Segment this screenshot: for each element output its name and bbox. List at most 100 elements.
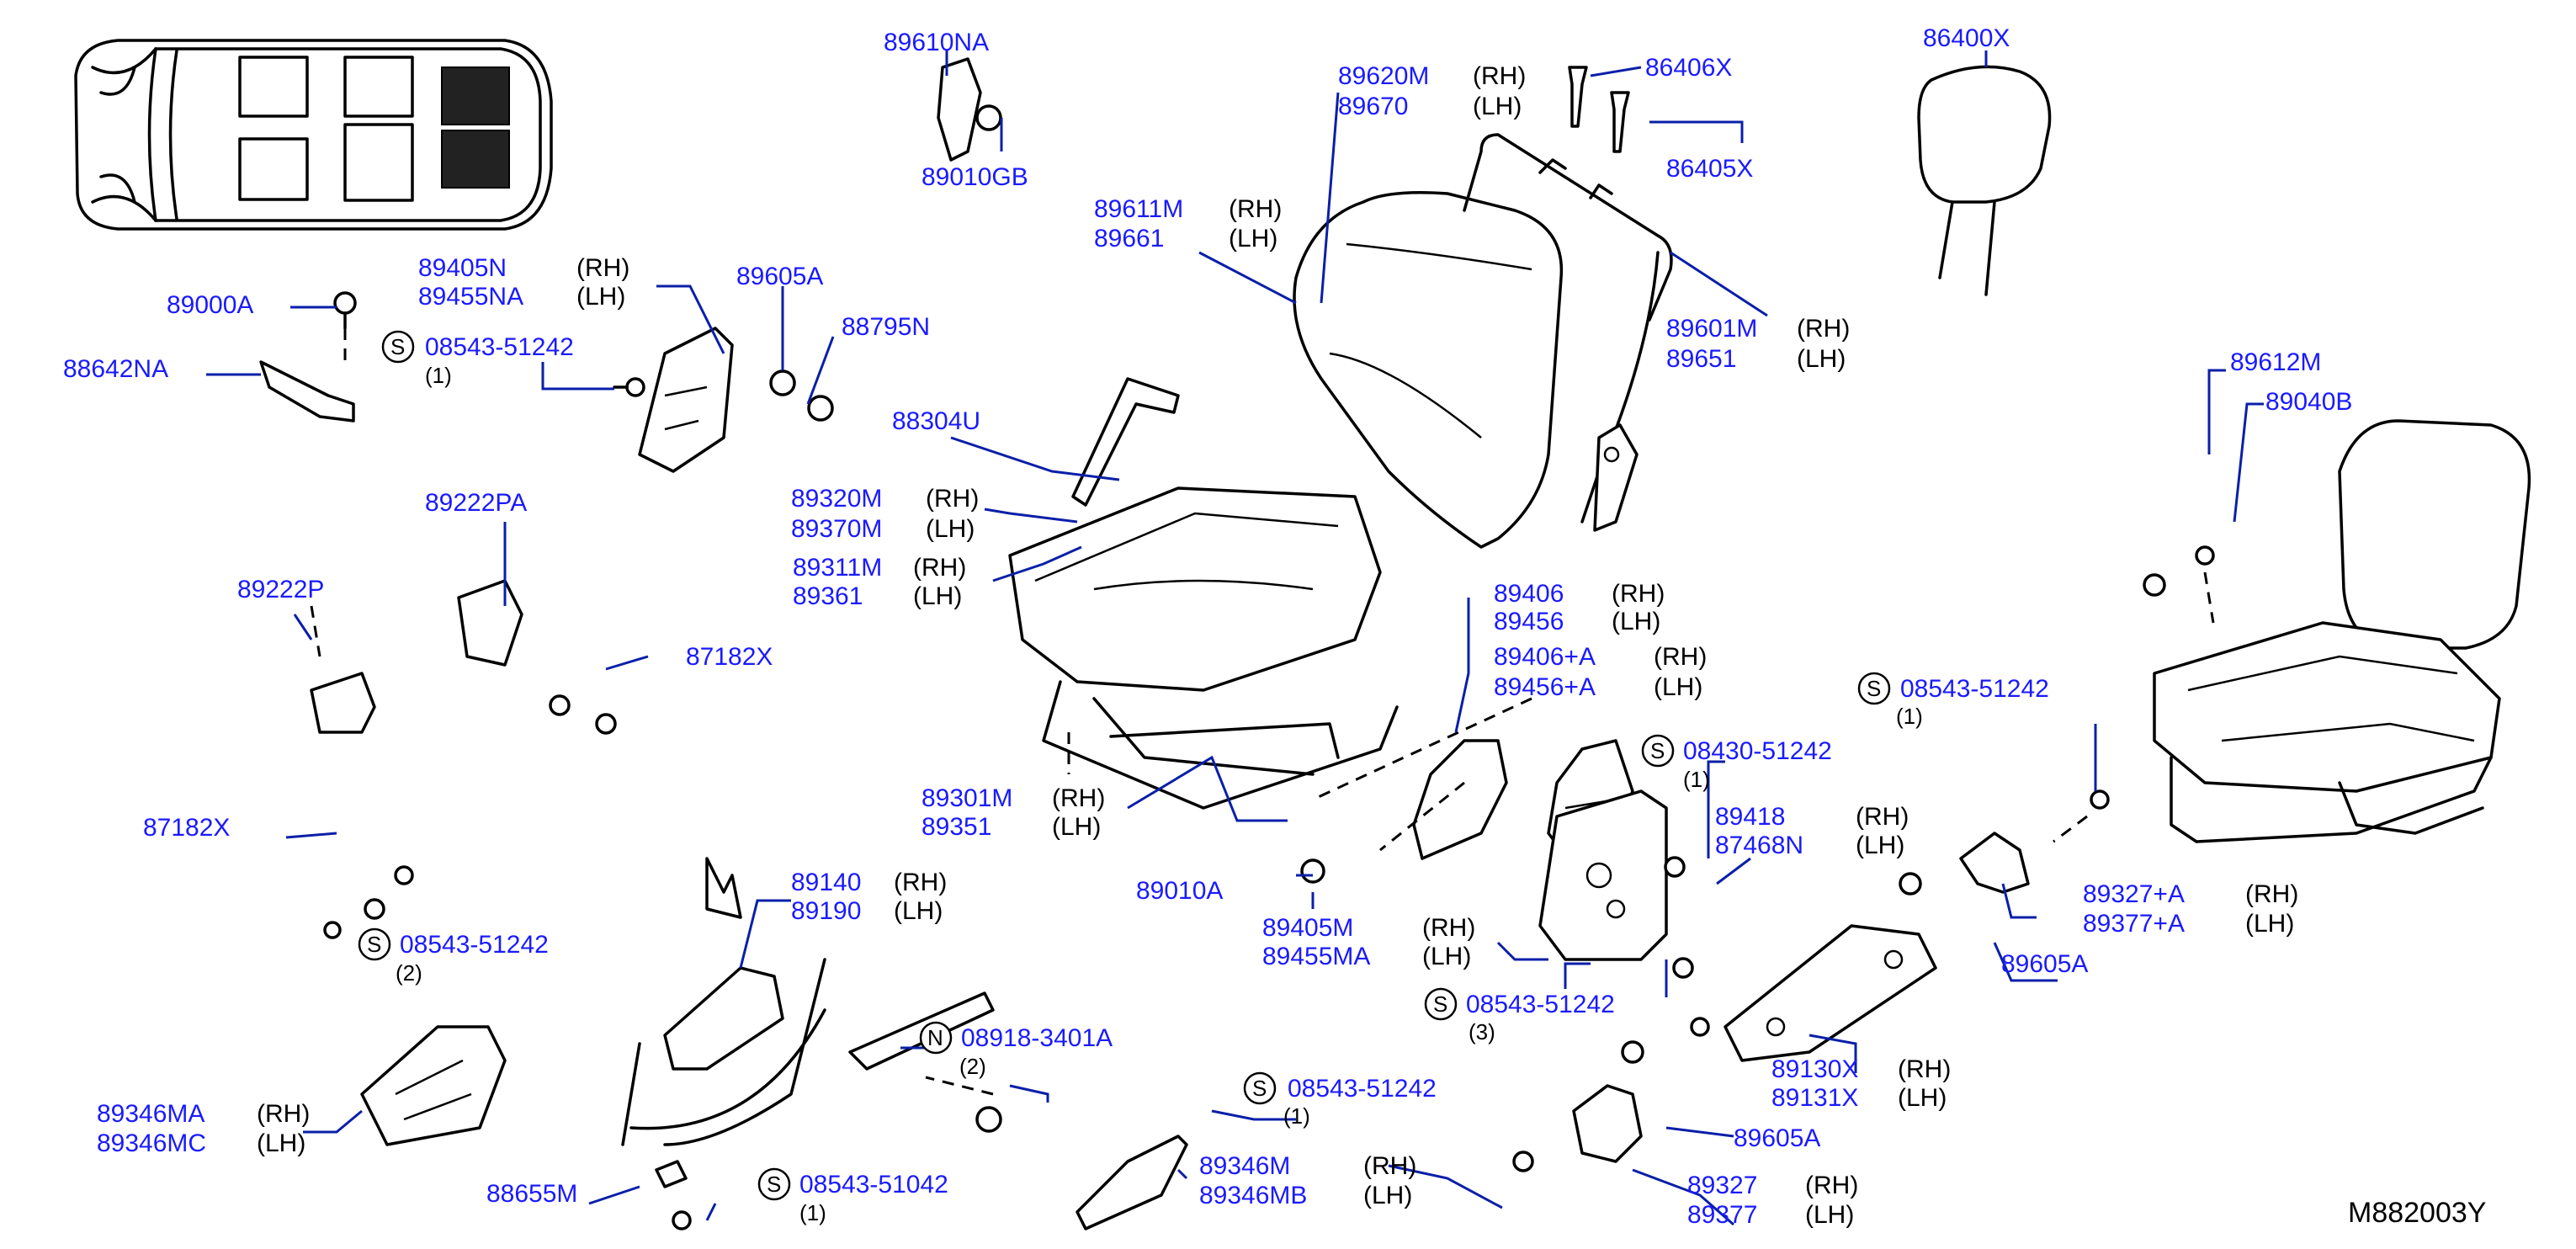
side-label: (LH) <box>913 582 962 610</box>
side-label: (LH) <box>926 515 975 543</box>
part-number[interactable]: 89010A <box>1136 877 1223 905</box>
part-number[interactable]: 89455MA <box>1262 943 1370 970</box>
side-label: (LH) <box>1473 93 1522 120</box>
side-label: (LH) <box>576 283 625 311</box>
lock-assembly-icon <box>663 966 784 1071</box>
frame-tube-icon <box>621 958 826 1146</box>
part-number[interactable]: 89130X <box>1771 1055 1858 1083</box>
part-number[interactable]: 87468N <box>1715 832 1803 859</box>
part-number[interactable]: 89601M <box>1666 315 1757 343</box>
standard-part-symbol: S <box>1867 676 1881 701</box>
part-number[interactable]: 87182X <box>686 643 773 671</box>
part-number[interactable]: 88655M <box>486 1180 577 1208</box>
part-number[interactable]: 89405M <box>1262 914 1353 942</box>
part-number[interactable]: 08543-51042 <box>799 1171 948 1199</box>
part-number[interactable]: 89327+A <box>2083 880 2185 908</box>
part-number[interactable]: 87182X <box>143 814 230 842</box>
part-number[interactable]: 89456+A <box>1494 673 1596 701</box>
part-number[interactable]: 08543-51242 <box>425 333 574 361</box>
side-label: (RH) <box>1052 784 1105 812</box>
headrest-icon <box>1917 65 2052 296</box>
part-number[interactable]: 08543-51242 <box>400 931 549 959</box>
part-number[interactable]: 89455NA <box>418 283 523 311</box>
recliner-cover-inner-icon <box>1412 739 1508 860</box>
part-number[interactable]: 89612M <box>2230 348 2321 376</box>
part-number[interactable]: 89361 <box>793 582 863 610</box>
part-number[interactable]: 08918-3401A <box>961 1024 1113 1052</box>
part-number[interactable]: 89346MB <box>1199 1182 1307 1209</box>
side-label: (RH) <box>1856 803 1909 831</box>
part-number[interactable]: 89377+A <box>2083 910 2185 938</box>
part-number[interactable]: 89346MC <box>97 1129 206 1157</box>
part-number[interactable]: 89611M <box>1094 195 1183 223</box>
part-number[interactable]: 89405N <box>418 254 507 282</box>
latch-assembly-icon <box>360 1025 507 1146</box>
quantity: (2) <box>396 960 422 986</box>
quantity: (1) <box>1896 704 1923 729</box>
part-number[interactable]: 89327 <box>1687 1172 1757 1199</box>
part-number[interactable]: 89140 <box>791 869 861 896</box>
part-number[interactable]: 08543-51242 <box>1466 991 1615 1018</box>
part-number[interactable]: 86406X <box>1645 54 1732 82</box>
knob-icon <box>937 57 1002 162</box>
vehicle-locator-icon <box>74 39 553 231</box>
part-number[interactable]: 88642NA <box>63 355 168 383</box>
hook-bracket-icon <box>705 857 742 919</box>
side-label: (LH) <box>257 1129 305 1157</box>
part-number[interactable]: 89406+A <box>1494 643 1596 671</box>
part-number[interactable]: 89351 <box>922 813 991 841</box>
seat-rail-bracket-icon <box>1724 924 1937 1062</box>
side-label: (LH) <box>1898 1084 1947 1112</box>
side-label: (RH) <box>1422 914 1475 942</box>
standard-part-symbol: S <box>1650 738 1665 763</box>
side-cover-icon <box>1538 789 1668 961</box>
part-number[interactable]: 89651 <box>1666 345 1736 373</box>
part-number[interactable]: 89222PA <box>425 489 527 517</box>
pad-icon <box>655 1160 688 1188</box>
lever-cover-icon <box>1572 1084 1643 1163</box>
part-number[interactable]: 89346MA <box>97 1100 204 1128</box>
part-number[interactable]: 89010GB <box>922 163 1028 191</box>
side-label: (RH) <box>576 254 629 282</box>
part-number[interactable]: 08430-51242 <box>1683 737 1832 765</box>
part-number[interactable]: 88795N <box>842 313 930 341</box>
part-number[interactable]: 89370M <box>791 515 882 543</box>
belt-buckle-icon <box>638 327 734 473</box>
part-number[interactable]: 89670 <box>1338 93 1408 120</box>
standard-part-icon <box>358 927 391 961</box>
part-number[interactable]: 89040B <box>2265 388 2352 416</box>
part-number[interactable]: 89190 <box>791 897 861 925</box>
side-label: (RH) <box>257 1100 310 1128</box>
quantity: (1) <box>1683 767 1710 792</box>
latch-cover-icon <box>1959 832 2030 894</box>
side-label: (RH) <box>926 485 979 513</box>
part-number[interactable]: 86405X <box>1666 155 1753 183</box>
part-number[interactable]: 89605A <box>2001 950 2088 978</box>
part-number[interactable]: 86400X <box>1923 24 2010 52</box>
part-number[interactable]: 89301M <box>922 784 1012 812</box>
quantity: (1) <box>425 363 452 388</box>
part-number[interactable]: 89131X <box>1771 1084 1858 1112</box>
part-number[interactable]: 89610NA <box>884 29 989 56</box>
part-number[interactable]: 89620M <box>1338 62 1429 90</box>
part-number[interactable]: 89605A <box>736 263 823 290</box>
part-number[interactable]: 89222P <box>237 576 324 603</box>
part-number[interactable]: 89377 <box>1687 1201 1757 1229</box>
quantity: (3) <box>1469 1019 1495 1044</box>
side-label: (RH) <box>1654 643 1707 671</box>
part-number[interactable]: 89661 <box>1094 225 1164 252</box>
part-number[interactable]: 89605A <box>1734 1124 1820 1152</box>
part-number[interactable]: 08543-51242 <box>1288 1075 1437 1103</box>
side-label: (RH) <box>2245 880 2298 908</box>
part-number[interactable]: 08543-51242 <box>1900 675 2049 703</box>
standard-part-symbol: S <box>1433 991 1447 1017</box>
part-number[interactable]: 89311M <box>793 554 882 582</box>
side-label: (LH) <box>1612 608 1660 635</box>
part-number[interactable]: 89000A <box>167 291 253 319</box>
part-number[interactable]: 89406 <box>1494 580 1564 608</box>
part-number[interactable]: 89456 <box>1494 608 1564 635</box>
part-number[interactable]: 88304U <box>892 407 980 435</box>
part-number[interactable]: 89320M <box>791 485 882 513</box>
part-number[interactable]: 89346M <box>1199 1152 1290 1180</box>
part-number[interactable]: 89418 <box>1715 803 1785 831</box>
